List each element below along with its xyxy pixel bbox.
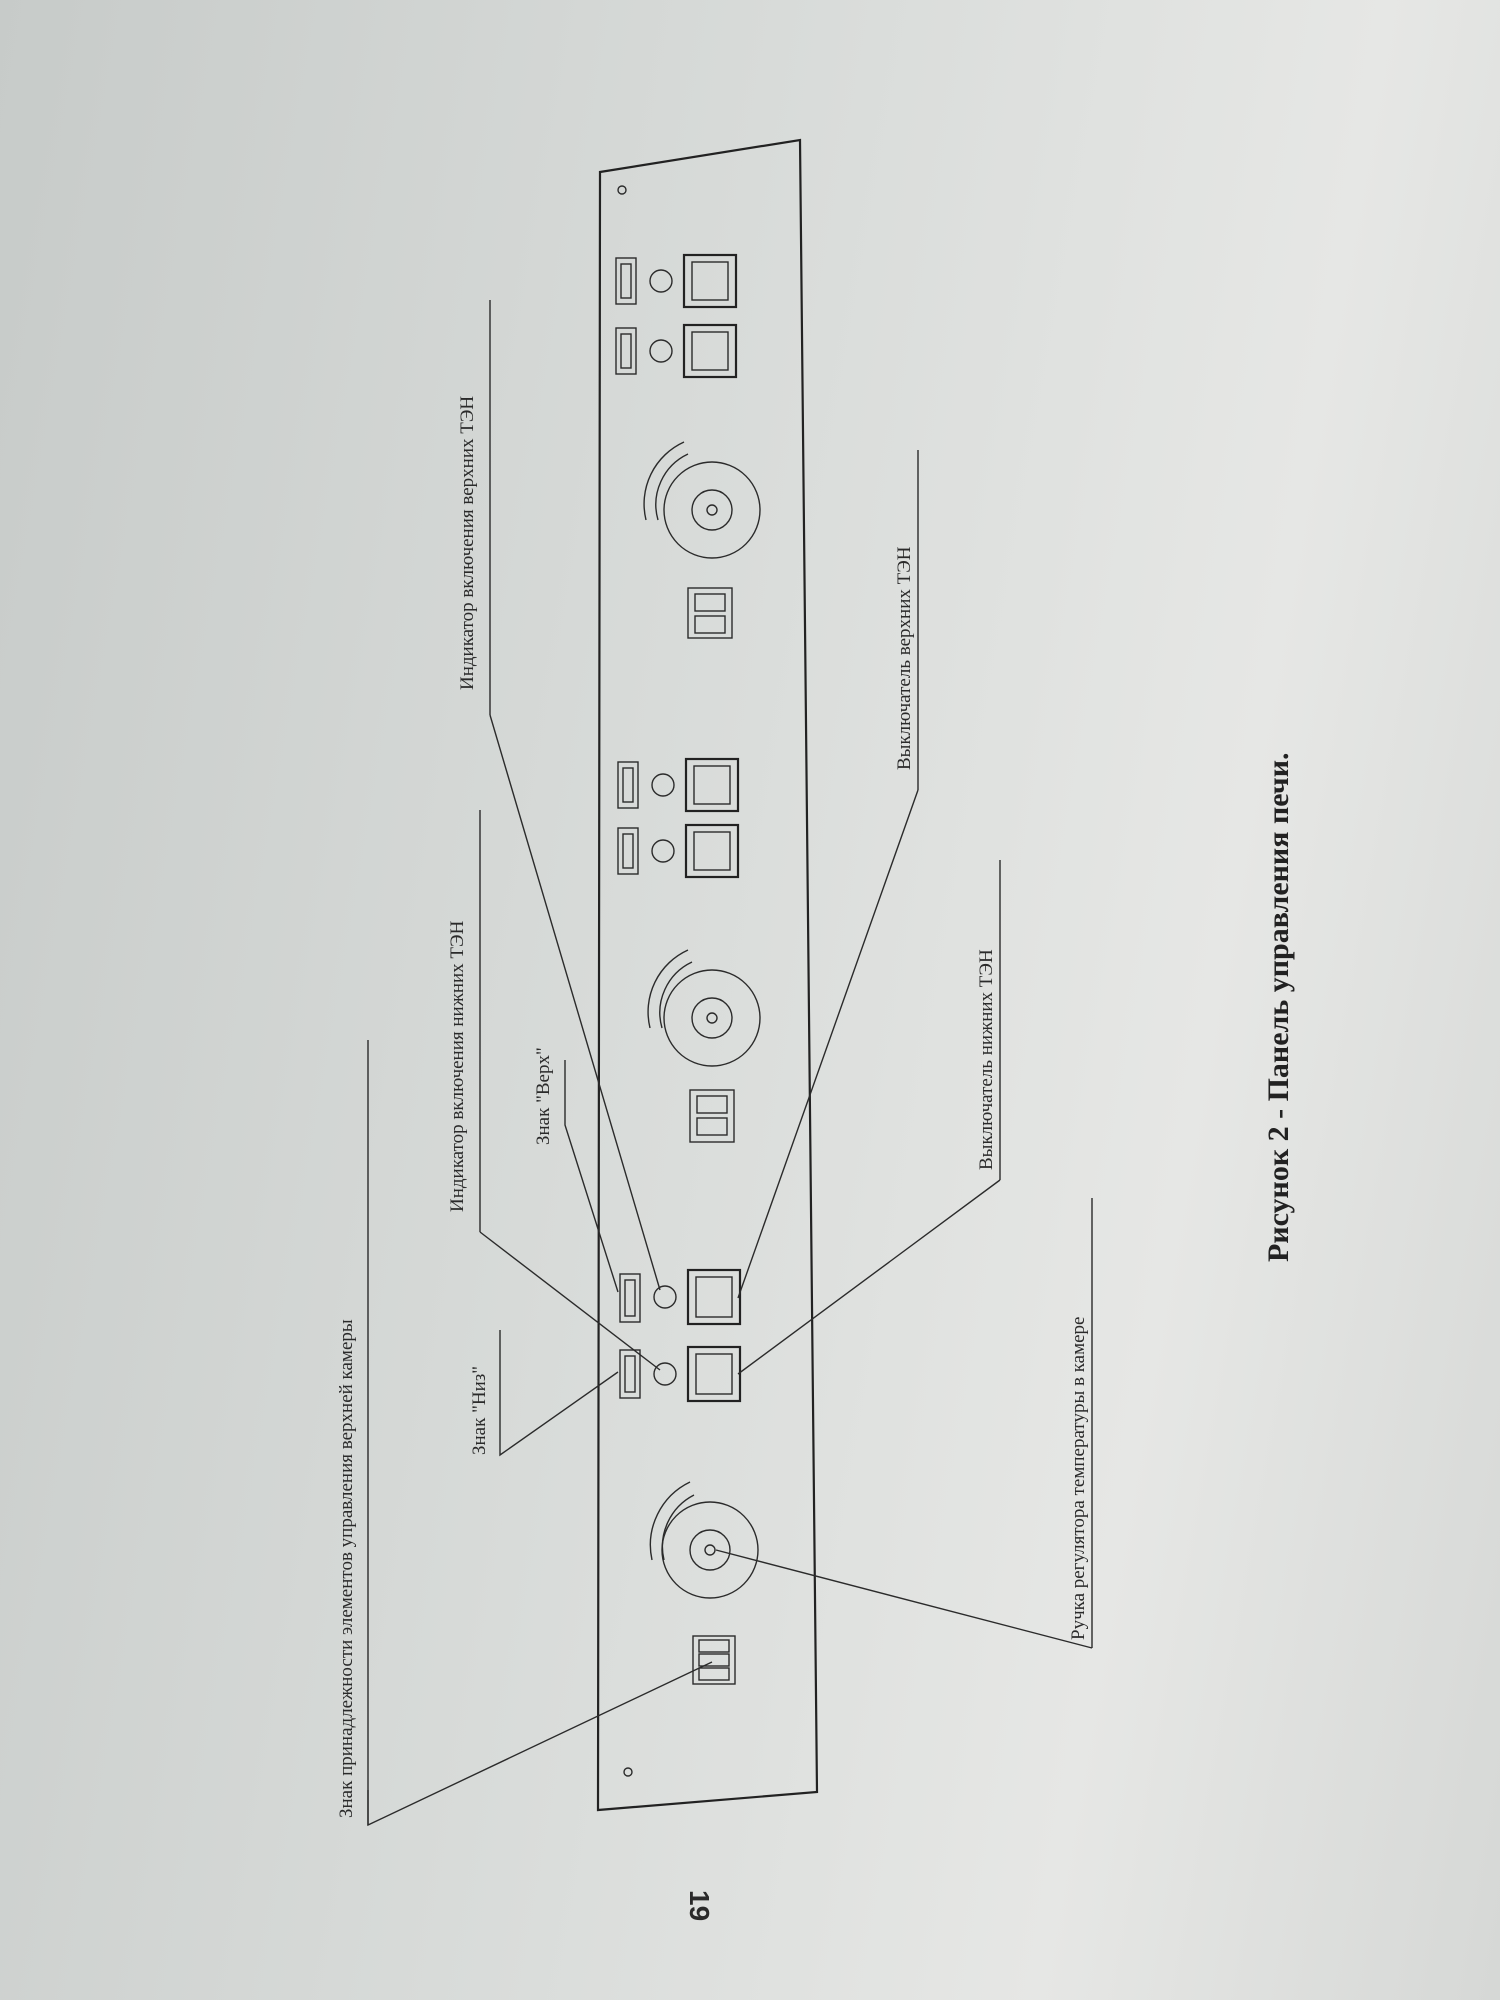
label-indicator-bottom: Индикатор включения нижних ТЭН — [447, 920, 468, 1212]
temp-knob-1[interactable] — [643, 441, 761, 559]
switch-top-2[interactable] — [684, 757, 740, 813]
indicator-bottom-3 — [653, 1362, 677, 1386]
chamber-sign-1 — [687, 587, 733, 639]
label-sign-bottom: Знак "Низ" — [469, 1366, 490, 1455]
sign-bottom-3 — [619, 1349, 641, 1399]
control-panel — [596, 138, 819, 1812]
label-switch-top: Выключатель верхних ТЭН — [894, 546, 915, 770]
temp-knob-2[interactable] — [647, 949, 761, 1067]
label-chamber-sign: Знак принадлежности элементов управления… — [336, 1319, 357, 1818]
indicator-top-3 — [653, 1285, 677, 1309]
mount-hole-bottom — [623, 1767, 633, 1777]
sign-bottom-1 — [615, 327, 637, 375]
switch-bottom-2[interactable] — [684, 823, 740, 879]
chamber-sign-2 — [689, 1089, 735, 1143]
sign-top-3 — [619, 1273, 641, 1323]
sign-bottom-2 — [617, 827, 639, 875]
temp-knob-3[interactable] — [649, 1481, 759, 1599]
leader-lines — [367, 300, 1093, 1827]
label-sign-top: Знак "Верх" — [533, 1047, 554, 1145]
page-number: 19 — [684, 1890, 715, 1921]
switch-bottom-3[interactable] — [686, 1345, 742, 1403]
figure-caption: Рисунок 2 - Панель управления печи. — [1262, 752, 1295, 1262]
sign-top-2 — [617, 761, 639, 809]
switch-top-3[interactable] — [686, 1268, 742, 1326]
label-switch-bottom: Выключатель нижних ТЭН — [976, 949, 997, 1170]
sign-top-1 — [615, 257, 637, 305]
indicator-bottom-1 — [649, 339, 673, 363]
indicator-bottom-2 — [651, 839, 675, 863]
indicator-top-1 — [649, 269, 673, 293]
switch-top-1[interactable] — [682, 253, 738, 309]
indicator-top-2 — [651, 773, 675, 797]
label-indicator-top: Индикатор включения верхних ТЭН — [457, 396, 478, 690]
mount-hole-top — [617, 185, 627, 195]
label-temp-knob: Ручка регулятора температуры в камере — [1068, 1317, 1089, 1640]
chamber-sign-3 — [692, 1635, 736, 1685]
switch-bottom-1[interactable] — [682, 323, 738, 379]
